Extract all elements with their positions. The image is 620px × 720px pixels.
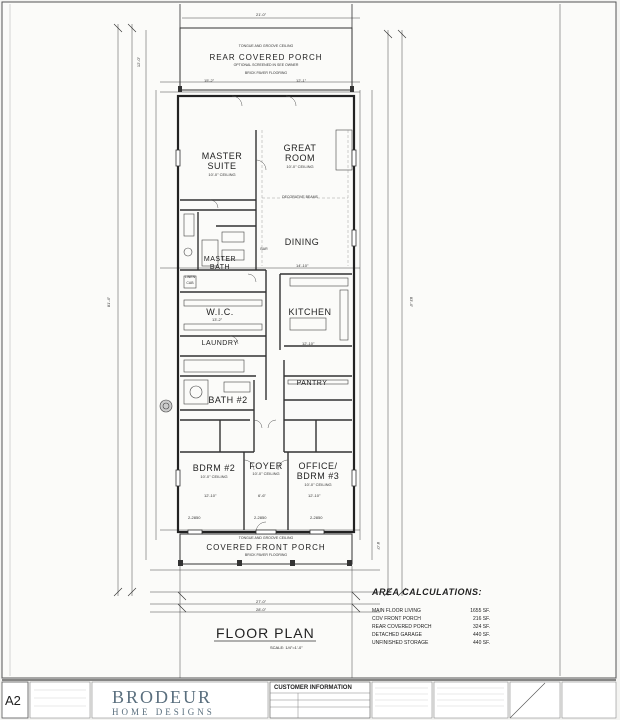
area-row-label: REAR COVERED PORCH bbox=[372, 624, 432, 630]
room-great-room-line1: GREAT bbox=[283, 143, 317, 153]
area-row-value: 440 SF. bbox=[473, 632, 490, 638]
room-dining: DINING bbox=[284, 237, 320, 247]
dim-wic-w: 13'-2" bbox=[212, 317, 223, 322]
room-pantry: PANTRY bbox=[296, 380, 328, 387]
bar-label: BAR bbox=[260, 247, 268, 251]
area-row-label: UNFINISHED STORAGE bbox=[372, 640, 429, 646]
front-porch-note1: TONGUE AND GROOVE CEILING bbox=[238, 536, 294, 540]
area-calculations-title: AREA CALCULATIONS: bbox=[372, 587, 482, 597]
rear-porch-outline bbox=[179, 27, 353, 91]
dim-foyer-w: 6'-6" bbox=[258, 493, 266, 498]
area-row-label: COV FRONT PORCH bbox=[372, 616, 421, 622]
bdrm2-ceiling: 10'-0" CEILING bbox=[200, 474, 228, 479]
room-master-bath-line1: MASTER bbox=[203, 256, 237, 263]
room-bath2: BATH #2 bbox=[208, 395, 248, 405]
dim-overall-w2: 27'-0" bbox=[256, 599, 267, 604]
cab-label: CAB bbox=[186, 281, 194, 285]
dim-office-w: 12'-10" bbox=[308, 493, 321, 498]
room-office-line2: BDRM #3 bbox=[296, 471, 340, 481]
sheet-number-box bbox=[1, 681, 29, 719]
room-kitchen: KITCHEN bbox=[288, 307, 332, 317]
dim-master-w: 15'-2" bbox=[204, 78, 215, 83]
room-office-line1: OFFICE/ bbox=[298, 461, 338, 471]
room-master-suite-line1: MASTER bbox=[201, 151, 243, 161]
decorative-beams bbox=[261, 130, 349, 266]
area-row: MAIN FLOOR LIVING 1655 SF. bbox=[372, 608, 490, 614]
area-row-value: 440 SF. bbox=[473, 640, 490, 646]
dim-overall-l2: 83'-4" bbox=[409, 296, 415, 308]
room-wic: W.I.C. bbox=[206, 307, 234, 317]
dim-win2: 2-2850 bbox=[254, 515, 267, 520]
sheet-border bbox=[1, 1, 617, 679]
sheet-number: A2 bbox=[5, 693, 21, 708]
dim-great-w: 12'-1" bbox=[296, 78, 307, 83]
interior-walls bbox=[180, 130, 352, 530]
area-row-value: 324 SF. bbox=[473, 624, 490, 630]
dim-win3: 2-2850 bbox=[310, 515, 323, 520]
area-row: REAR COVERED PORCH 324 SF. bbox=[372, 624, 490, 630]
room-master-suite-line2: SUITE bbox=[207, 161, 237, 171]
room-master-bath-line2: BATH bbox=[209, 264, 231, 271]
dim-rear-porch-h: 12'-0" bbox=[136, 56, 142, 68]
room-great-room-line2: ROOM bbox=[285, 153, 315, 163]
dim-overall-l: 81'-4" bbox=[106, 296, 112, 308]
dim-front-porch-h: 8'-0" bbox=[375, 542, 381, 550]
rear-porch-label: REAR COVERED PORCH bbox=[209, 53, 323, 62]
dim-bdrm2-w: 12'-10" bbox=[204, 493, 217, 498]
area-row: UNFINISHED STORAGE 440 SF. bbox=[372, 640, 490, 646]
room-bdrm2: BDRM #2 bbox=[192, 463, 236, 473]
linen-label: LINEN bbox=[184, 275, 196, 279]
fixtures bbox=[159, 129, 353, 413]
customer-info-header: CUSTOMER INFORMATION bbox=[274, 685, 352, 691]
brand-box bbox=[91, 681, 269, 719]
area-row-label: DETACHED GARAGE bbox=[372, 632, 422, 638]
office-ceiling: 10'-0" CEILING bbox=[304, 482, 332, 487]
area-row: COV FRONT PORCH 216 SF. bbox=[372, 616, 490, 622]
area-row-label: MAIN FLOOR LIVING bbox=[372, 608, 421, 614]
plan-scale: SCALE: 1/4"=1'-0" bbox=[270, 645, 303, 650]
brand-subtitle: HOME DESIGNS bbox=[112, 707, 215, 717]
front-porch-label: COVERED FRONT PORCH bbox=[206, 543, 326, 552]
brand-name: BRODEUR bbox=[112, 687, 213, 707]
area-row-value: 1655 SF. bbox=[470, 608, 490, 614]
area-row-value: 216 SF. bbox=[473, 616, 490, 622]
plan-title: FLOOR PLAN bbox=[216, 625, 315, 641]
room-foyer: FOYER bbox=[249, 461, 283, 471]
door-swings bbox=[209, 95, 297, 533]
rear-porch-note2: OPTIONAL SCREENED IN SEE OWNER bbox=[233, 63, 299, 67]
windows bbox=[175, 149, 357, 535]
dim-dining-w: 14'-10" bbox=[296, 263, 309, 268]
rear-porch-note1: TONGUE AND GROOVE CEILING bbox=[238, 44, 294, 48]
great-room-ceiling: 10'-0" CEILING bbox=[286, 164, 314, 169]
decorative-beams-label: DECORATIVE BEAMS bbox=[282, 195, 318, 199]
room-laundry: LAUNDRY bbox=[201, 340, 239, 347]
dimension-lines bbox=[117, 17, 403, 613]
dim-win1: 2-2850 bbox=[188, 515, 201, 520]
area-row: DETACHED GARAGE 440 SF. bbox=[372, 632, 490, 638]
rear-porch-note3: BRICK PAVER FLOORING bbox=[244, 71, 288, 75]
dim-kitchen-w: 12'-10" bbox=[302, 341, 315, 346]
dim-overall-w: 28'-0" bbox=[256, 607, 267, 612]
foyer-ceiling: 10'-0" CEILING bbox=[252, 471, 280, 476]
master-suite-ceiling: 10'-0" CEILING bbox=[208, 172, 236, 177]
dim-top: 21'-0" bbox=[256, 12, 267, 17]
front-porch-note2: BRICK PAVER FLOORING bbox=[244, 553, 288, 557]
